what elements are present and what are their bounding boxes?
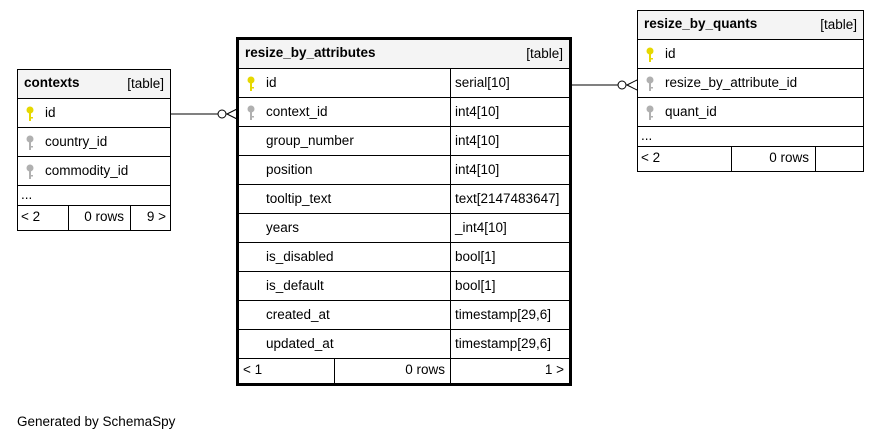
column-type: bool[1] [450, 272, 496, 300]
column-row[interactable]: country_id [18, 128, 170, 157]
table-kind-label: [table] [127, 76, 164, 91]
column-row[interactable]: id serial[10] [239, 69, 569, 98]
column-row[interactable]: group_number int4[10] [239, 127, 569, 156]
row-count: 0 rows [334, 359, 450, 383]
column-name: is_default [266, 278, 324, 293]
table-header: resize_by_attributes [table] [239, 40, 569, 69]
column-row[interactable]: quant_id [638, 98, 863, 127]
column-row[interactable]: tooltip_text text[2147483647] [239, 185, 569, 214]
column-row[interactable]: id [638, 40, 863, 69]
relationship-contexts-to-resize-by-attributes [171, 108, 238, 120]
table-name[interactable]: contexts [24, 75, 80, 90]
column-name: is_disabled [266, 249, 334, 264]
column-row[interactable]: updated_at timestamp[29,6] [239, 330, 569, 359]
column-name: context_id [266, 104, 328, 119]
column-name: created_at [266, 307, 330, 322]
foreign-key-icon [26, 135, 34, 150]
column-name: id [665, 46, 676, 61]
column-row[interactable]: resize_by_attribute_id [638, 69, 863, 98]
column-row[interactable]: commodity_id [18, 157, 170, 186]
column-type: _int4[10] [450, 214, 507, 242]
column-name: commodity_id [45, 163, 129, 178]
column-type: bool[1] [450, 243, 496, 271]
column-row[interactable]: years _int4[10] [239, 214, 569, 243]
table-contexts[interactable]: contexts [table] id country_id commodity… [17, 69, 171, 231]
column-name: id [266, 75, 277, 90]
primary-key-icon [646, 47, 654, 62]
table-resize-by-quants[interactable]: resize_by_quants [table] id resize_by_at… [637, 10, 864, 172]
column-name: resize_by_attribute_id [665, 75, 798, 90]
child-count [815, 147, 863, 171]
column-name: tooltip_text [266, 191, 332, 206]
primary-key-icon [247, 76, 255, 91]
column-name: country_id [45, 134, 108, 149]
parent-count[interactable]: < 2 [21, 209, 41, 224]
relationship-resize-by-attributes-to-resize-by-quants [571, 79, 638, 91]
table-footer: < 2 0 rows [638, 147, 863, 171]
column-type: int4[10] [450, 127, 499, 155]
table-name[interactable]: resize_by_attributes [245, 45, 376, 60]
column-name: updated_at [266, 336, 334, 351]
column-row[interactable]: is_disabled bool[1] [239, 243, 569, 272]
foreign-key-icon [646, 76, 654, 91]
parent-count[interactable]: < 1 [243, 362, 263, 377]
column-row[interactable]: created_at timestamp[29,6] [239, 301, 569, 330]
foreign-key-icon [247, 105, 255, 120]
table-footer: < 1 0 rows 1 > [239, 359, 569, 383]
column-type: serial[10] [450, 69, 510, 97]
column-name: years [266, 220, 300, 235]
foreign-key-icon [26, 164, 34, 179]
column-row[interactable]: position int4[10] [239, 156, 569, 185]
table-resize-by-attributes[interactable]: resize_by_attributes [table] id serial[1… [236, 37, 572, 386]
column-type: timestamp[29,6] [450, 301, 551, 329]
row-count: 0 rows [68, 206, 130, 230]
child-count[interactable]: 9 > [130, 206, 170, 230]
parent-count[interactable]: < 2 [641, 150, 661, 165]
column-name: quant_id [665, 104, 717, 119]
column-row[interactable]: is_default bool[1] [239, 272, 569, 301]
column-type: timestamp[29,6] [450, 330, 551, 358]
foreign-key-icon [646, 105, 654, 120]
column-row[interactable]: context_id int4[10] [239, 98, 569, 127]
table-kind-label: [table] [526, 46, 563, 61]
child-count[interactable]: 1 > [450, 359, 569, 383]
table-name[interactable]: resize_by_quants [644, 16, 758, 31]
row-count: 0 rows [731, 147, 815, 171]
column-name: group_number [266, 133, 354, 148]
table-kind-label: [table] [820, 17, 857, 32]
column-row[interactable]: id [18, 99, 170, 128]
more-columns-indicator: ... [18, 186, 170, 206]
table-footer: < 2 0 rows 9 > [18, 206, 170, 230]
column-type: int4[10] [450, 156, 499, 184]
generated-by-caption: Generated by SchemaSpy [17, 414, 176, 429]
column-type: text[2147483647] [450, 185, 559, 213]
more-columns-indicator: ... [638, 127, 863, 147]
column-name: position [266, 162, 313, 177]
column-name: id [45, 105, 56, 120]
primary-key-icon [26, 106, 34, 121]
table-header: contexts [table] [18, 70, 170, 99]
table-header: resize_by_quants [table] [638, 11, 863, 40]
column-type: int4[10] [450, 98, 499, 126]
